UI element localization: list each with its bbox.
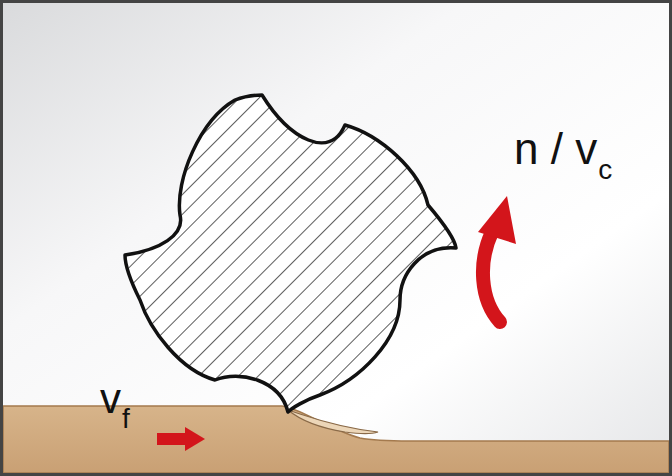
feed-label: v (100, 378, 121, 420)
speed-subscript: c (598, 156, 612, 184)
chip (288, 410, 378, 434)
feed-arrow (157, 433, 187, 445)
rotation-arrowhead (478, 196, 516, 244)
feed-subscript: f (122, 405, 130, 433)
feed-arrowhead (185, 427, 205, 451)
speed-label: n / v (514, 127, 597, 171)
milling-cutter (125, 95, 456, 412)
rotation-arrow (483, 232, 500, 322)
